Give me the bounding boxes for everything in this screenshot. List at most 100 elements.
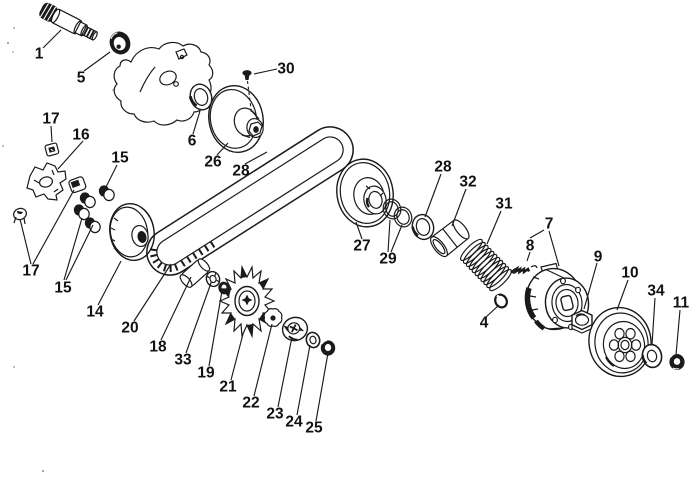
- callout-label-8: 8: [526, 238, 535, 255]
- callout-label-16: 16: [72, 127, 90, 144]
- spacer-bushing-part: [179, 258, 211, 288]
- callout-label-33: 33: [174, 352, 192, 369]
- callout-label-15b: 15: [54, 280, 72, 297]
- callout-labels: 1 5 6 30 26 28 17 16 15 17 15 14 20 18 3…: [22, 46, 689, 437]
- sleeve-collar-part: [429, 219, 470, 258]
- callout-label-5: 5: [77, 70, 86, 87]
- callout-label-1: 1: [35, 46, 44, 63]
- leader-line: [390, 224, 403, 253]
- callout-label-6: 6: [188, 133, 197, 150]
- belt-cogs: [149, 241, 216, 273]
- leader-line: [63, 217, 83, 281]
- paper-speckles: [2, 27, 114, 472]
- ratchet-plate-part: [281, 316, 309, 342]
- slide-piece-right-part: [68, 176, 87, 194]
- washer-part: [305, 331, 321, 349]
- callout-label-15a: 15: [111, 150, 129, 167]
- leader-line: [485, 305, 499, 318]
- callout-label-23: 23: [266, 406, 284, 423]
- leader-line: [208, 290, 223, 367]
- callout-label-14: 14: [86, 304, 104, 321]
- leader-line: [65, 224, 94, 281]
- callout-label-22: 22: [242, 395, 259, 412]
- hex-nut-part: [571, 309, 593, 334]
- leader-line: [355, 221, 363, 240]
- driven-pulley-face-part: [336, 158, 394, 228]
- oil-seal-part: [188, 83, 213, 111]
- callout-label-21: 21: [219, 379, 237, 396]
- leader-line: [133, 263, 172, 322]
- leader-line: [529, 229, 545, 239]
- leader-line: [387, 219, 391, 253]
- leader-line: [83, 51, 111, 72]
- leader-line: [185, 282, 212, 354]
- leader-line: [277, 336, 293, 408]
- leader-line: [192, 110, 201, 135]
- collar-part: [205, 270, 221, 288]
- leader-line: [160, 276, 192, 341]
- callout-label-29: 29: [379, 251, 397, 268]
- leader-line: [244, 151, 268, 165]
- drive-face-hub-part: [208, 84, 264, 154]
- callout-label-17a: 17: [42, 111, 59, 128]
- clutch-spring-part: [510, 265, 538, 275]
- slide-piece-left-part: [13, 207, 27, 225]
- callout-label-4: 4: [480, 315, 489, 332]
- leader-line: [424, 173, 442, 218]
- callout-label-19: 19: [197, 365, 215, 382]
- ball-bearing-part: [109, 31, 131, 55]
- callout-label-26: 26: [204, 154, 222, 171]
- leader-line: [19, 218, 32, 265]
- small-o-ring-part: [494, 293, 508, 309]
- callout-label-25: 25: [305, 420, 323, 437]
- leader-line: [216, 142, 229, 156]
- callout-label-18: 18: [149, 339, 167, 356]
- callout-label-28a: 28: [232, 163, 250, 180]
- leader-line: [32, 189, 75, 265]
- leader-line: [42, 29, 62, 49]
- star-washer-part: [263, 308, 283, 327]
- leader-line: [616, 279, 629, 311]
- small-bolt-part: [242, 70, 253, 114]
- callout-label-24: 24: [285, 414, 303, 431]
- leader-line: [296, 344, 311, 416]
- fan-drive-face-part: [218, 264, 276, 339]
- leader-line: [253, 323, 273, 397]
- leader-lines: [19, 29, 681, 422]
- callout-label-32: 32: [459, 174, 476, 191]
- callout-label-17b: 17: [22, 263, 39, 280]
- slide-piece-top-part: [44, 142, 60, 157]
- callout-label-9: 9: [594, 249, 603, 266]
- leader-line: [315, 352, 329, 422]
- leader-line: [651, 297, 656, 346]
- collar-ring-rear-part: [411, 213, 435, 241]
- compression-spring-part: [459, 238, 513, 292]
- ramp-plate-part: [26, 162, 67, 201]
- callout-label-34: 34: [647, 283, 665, 300]
- leader-line: [57, 140, 84, 170]
- leader-line: [97, 260, 122, 306]
- leader-line: [486, 210, 502, 245]
- leader-line: [526, 251, 531, 262]
- leader-line: [548, 230, 560, 267]
- leader-line: [451, 188, 467, 227]
- leader-line: [50, 125, 53, 143]
- nut-part: [320, 339, 336, 356]
- drive-belt-part: [146, 126, 354, 276]
- callout-label-11: 11: [673, 295, 690, 312]
- drive-shaft-part: [39, 2, 98, 41]
- leader-line: [675, 309, 681, 356]
- callout-label-20: 20: [121, 320, 138, 337]
- callout-label-10: 10: [621, 265, 638, 282]
- movable-drive-face-part: [109, 202, 155, 262]
- callout-label-7: 7: [545, 216, 554, 233]
- leader-line: [105, 164, 118, 188]
- callout-label-28b: 28: [434, 159, 452, 176]
- leader-line: [583, 262, 598, 310]
- crankcase-cover: [113, 41, 214, 126]
- leader-line: [230, 333, 244, 381]
- callout-label-31: 31: [495, 196, 513, 213]
- rear-washer-part: [641, 343, 663, 369]
- o-rings-part: [382, 198, 413, 228]
